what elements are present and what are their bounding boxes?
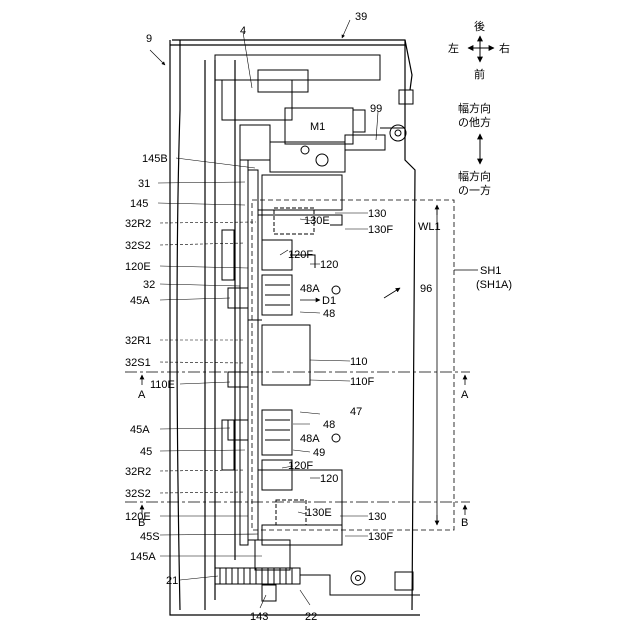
label-130f-lower: 130F [368, 531, 393, 543]
section-b-right: B [461, 517, 468, 529]
label-110f: 110F [350, 376, 375, 388]
label-145: 145 [130, 198, 148, 210]
housing-outline [170, 40, 420, 615]
label-sh1a: (SH1A) [476, 279, 512, 291]
label-sh1: SH1 [480, 265, 501, 277]
label-99: 99 [370, 103, 382, 115]
label-145b: 145B [142, 153, 168, 165]
label-45a-upper: 45A [130, 295, 150, 307]
label-21: 21 [166, 575, 178, 587]
cross-arrows-icon [468, 36, 494, 62]
label-48-lower: 48 [323, 419, 335, 431]
label-145a: 145A [130, 551, 156, 563]
label-wl1: WL1 [418, 221, 441, 233]
label-32s1: 32S1 [125, 357, 151, 369]
reference-labels: 9 39 4 M1 99 145B 31 145 32R2 130E 130 1… [125, 11, 512, 623]
label-39: 39 [355, 11, 367, 23]
label-m1: M1 [310, 121, 325, 133]
label-110e: 110E [150, 379, 175, 391]
label-96: 96 [420, 283, 432, 295]
orientation-right: 右 [499, 41, 510, 55]
label-120f-lower: 120F [288, 460, 313, 472]
section-b-left: B [138, 517, 145, 529]
label-120-lower: 120 [320, 473, 338, 485]
label-130-upper: 130 [368, 208, 386, 220]
label-31: 31 [138, 178, 150, 190]
label-120f-upper: 120F [288, 249, 313, 261]
orientation-left: 左 [448, 42, 459, 55]
width-one-line2: の一方 [458, 183, 491, 197]
width-other-line1: 幅方向 [458, 101, 491, 115]
label-32r2-upper: 32R2 [125, 218, 151, 230]
orientation-legend: 後 左 右 前 幅方向 の他方 幅方向 の一方 [448, 19, 510, 197]
label-143: 143 [250, 611, 268, 623]
label-45a-lower: 45A [130, 424, 150, 436]
label-9: 9 [146, 33, 152, 45]
section-a-right: A [461, 389, 469, 401]
label-48a-lower: 48A [300, 433, 320, 445]
label-130e-upper: 130E [304, 215, 330, 227]
label-130e-lower: 130E [306, 507, 332, 519]
label-32: 32 [143, 279, 155, 291]
section-a-left: A [138, 389, 146, 401]
gear-train [215, 540, 420, 601]
label-49: 49 [313, 447, 325, 459]
label-47: 47 [350, 406, 362, 418]
label-32s2-lower: 32S2 [125, 488, 151, 500]
label-130f-upper: 130F [368, 224, 393, 236]
label-32s2-upper: 32S2 [125, 240, 151, 252]
label-130-lower: 130 [368, 511, 386, 523]
label-45s: 45S [140, 531, 160, 543]
label-120e-upper: 120E [125, 261, 151, 273]
label-48-upper: 48 [323, 308, 335, 320]
top-mechanism [215, 55, 413, 172]
label-45: 45 [140, 446, 152, 458]
label-32r2-lower: 32R2 [125, 466, 151, 478]
label-32r1: 32R1 [125, 335, 151, 347]
orientation-front: 前 [474, 67, 485, 81]
label-22: 22 [305, 611, 317, 623]
label-110: 110 [350, 356, 368, 368]
orientation-back: 後 [474, 19, 485, 33]
width-one-line1: 幅方向 [458, 169, 491, 183]
label-4: 4 [240, 25, 246, 37]
label-48a-upper: 48A [300, 283, 320, 295]
label-d1: D1 [322, 295, 336, 307]
rails [222, 160, 258, 545]
width-other-line2: の他方 [458, 115, 491, 129]
label-120-upper: 120 [320, 259, 338, 271]
